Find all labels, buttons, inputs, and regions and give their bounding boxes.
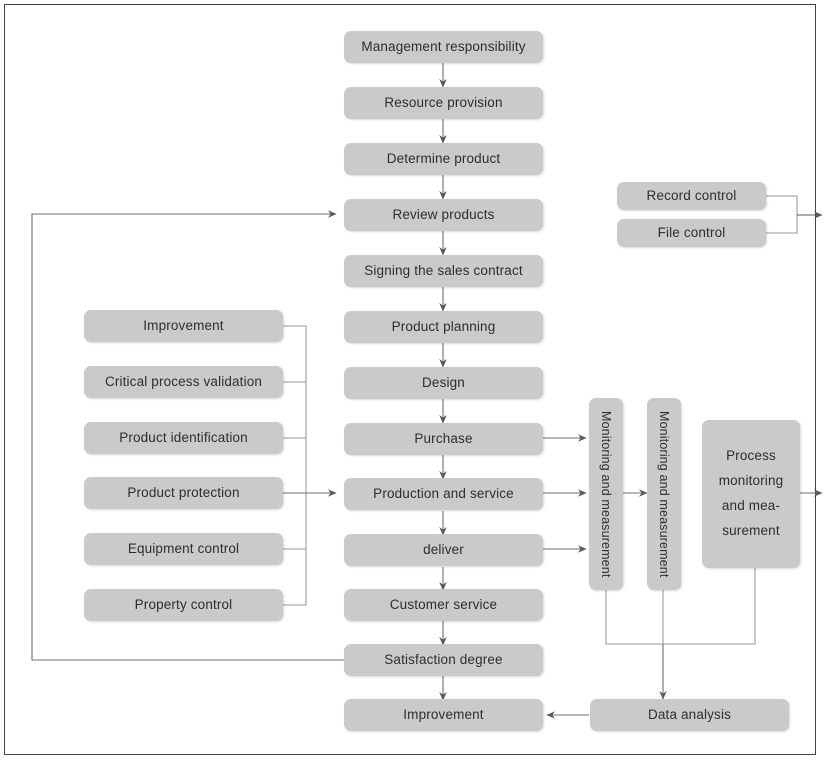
node-monitoring-and-measurement-1[interactable]: Monitoring and measurement	[589, 398, 623, 590]
node-signing-the-sales-contract[interactable]: Signing the sales contract	[344, 255, 543, 287]
node-satisfaction-degree[interactable]: Satisfaction degree	[344, 644, 543, 676]
node-determine-product[interactable]: Determine product	[344, 143, 543, 175]
node-deliver[interactable]: deliver	[344, 534, 543, 566]
node-resource-provision[interactable]: Resource provision	[344, 87, 543, 119]
process-monitoring-line-4: surement	[722, 522, 780, 538]
process-monitoring-line-2: monitoring	[718, 473, 784, 489]
process-monitoring-line-1: Process	[726, 448, 776, 464]
node-improvement-bottom[interactable]: Improvement	[344, 699, 543, 731]
node-critical-process-validation[interactable]: Critical process validation	[84, 366, 283, 398]
node-equipment-control[interactable]: Equipment control	[84, 533, 283, 565]
node-record-control[interactable]: Record control	[617, 182, 766, 210]
node-product-identification[interactable]: Product identification	[84, 422, 283, 454]
node-review-products[interactable]: Review products	[344, 199, 543, 231]
node-production-and-service[interactable]: Production and service	[344, 478, 543, 510]
node-product-planning[interactable]: Product planning	[344, 311, 543, 343]
node-customer-service[interactable]: Customer service	[344, 589, 543, 621]
node-process-monitoring-and-measurement[interactable]: Process monitoring and mea- surement	[702, 420, 800, 568]
node-data-analysis[interactable]: Data analysis	[590, 699, 789, 731]
node-monitoring-and-measurement-2[interactable]: Monitoring and measurement	[647, 398, 681, 590]
node-property-control[interactable]: Property control	[84, 589, 283, 621]
node-product-protection[interactable]: Product protection	[84, 477, 283, 509]
node-management-responsibility[interactable]: Management responsibility	[344, 31, 543, 63]
process-monitoring-line-3: and mea-	[721, 498, 781, 513]
node-design[interactable]: Design	[344, 367, 543, 399]
node-improvement[interactable]: Improvement	[84, 310, 283, 342]
node-purchase[interactable]: Purchase	[344, 423, 543, 455]
node-file-control[interactable]: File control	[617, 219, 766, 247]
